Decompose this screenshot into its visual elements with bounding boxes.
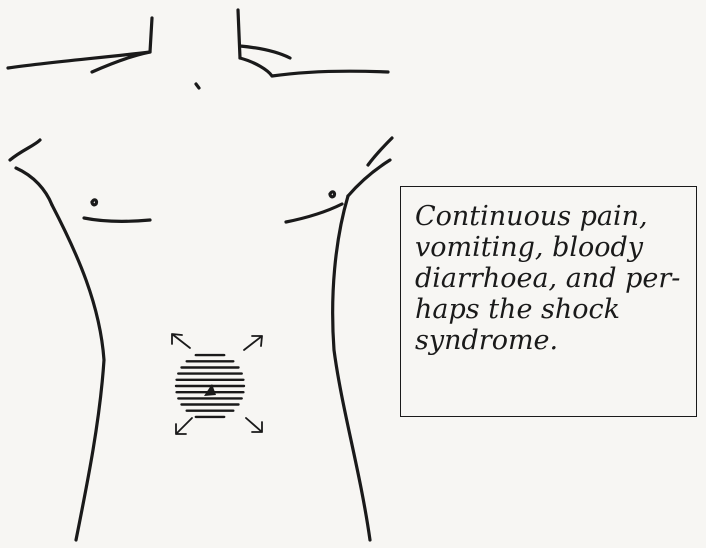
body-left-side <box>52 205 104 540</box>
arrow-up-left <box>172 334 190 348</box>
caption-box: Continuous pain, vomiting, bloody diarrh… <box>400 186 697 417</box>
radiating-arrows <box>172 334 262 434</box>
caption-line-3: diarrhoea, and per- <box>415 263 686 294</box>
neck-right-line <box>238 10 240 58</box>
body-right-side <box>333 196 370 540</box>
shoulder-left-inner <box>16 168 52 205</box>
caption-line-4: haps the shock <box>415 294 686 325</box>
pain-region-hatched-circle <box>176 355 244 417</box>
caption-line-1: Continuous pain, <box>415 201 686 232</box>
clavicle-left <box>8 52 150 72</box>
caption-line-5: syndrome. <box>415 325 686 356</box>
nipple-left <box>92 200 97 205</box>
nipple-right <box>330 192 335 197</box>
chest-line-left <box>84 218 150 221</box>
neck-left-line <box>150 18 152 52</box>
sternal-notch <box>196 84 199 88</box>
shoulder-left-outer <box>10 140 40 160</box>
arrow-down-left <box>176 418 192 434</box>
arrow-down-right <box>246 418 262 432</box>
chest-line-right <box>286 204 342 222</box>
torso-outline <box>8 10 392 540</box>
caption-line-2: vomiting, bloody <box>415 232 686 263</box>
clavicle-right <box>240 46 388 76</box>
arrow-up-right <box>244 336 262 350</box>
